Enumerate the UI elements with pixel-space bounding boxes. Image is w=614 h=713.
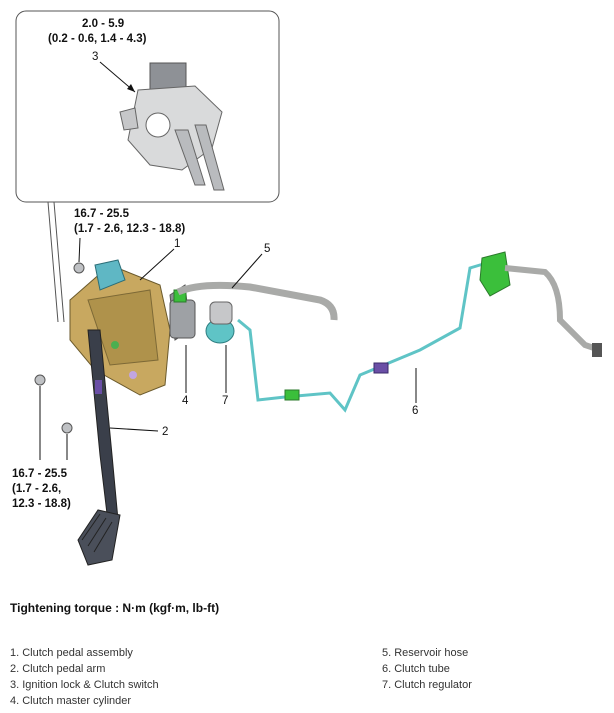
lower-torque-line3: 12.3 - 18.8) (12, 498, 71, 510)
callout-6: 6 (412, 405, 418, 417)
legend-item: 2. Clutch pedal arm (10, 663, 106, 675)
right-steel-pipe (504, 265, 601, 353)
inset-torque-line1: 2.0 - 5.9 (82, 18, 124, 30)
callout-2: 2 (162, 426, 168, 438)
leader-upper-torque (78, 237, 81, 263)
lower-torque-line2: (1.7 - 2.6, (12, 483, 61, 495)
green-fitting (479, 251, 511, 297)
callout-1: 1 (174, 238, 180, 250)
ignition-lock-clutch-switch (119, 62, 225, 191)
tube-clip (284, 389, 300, 401)
nut-icon (73, 262, 85, 274)
lower-torque-line1: 16.7 - 25.5 (12, 468, 68, 480)
legend-item: 4. Clutch master cylinder (10, 695, 132, 707)
clutch-regulator (205, 301, 235, 344)
leader-5 (231, 253, 263, 289)
nut-icon (61, 422, 73, 434)
reservoir-hose (176, 281, 338, 321)
clutch-tube (237, 260, 491, 413)
legend-item: 6. Clutch tube (382, 663, 450, 675)
callout-3: 3 (92, 51, 98, 63)
callout-4: 4 (182, 395, 189, 407)
legend-item: 1. Clutch pedal assembly (10, 647, 133, 659)
callout-5: 5 (264, 243, 270, 255)
leader-1 (139, 248, 175, 281)
clutch-pedal-diagram: 2.0 - 5.9 (0.2 - 0.6, 1.4 - 4.3) 3 16.7 … (12, 10, 602, 566)
inset-torque-line2: (0.2 - 0.6, 1.4 - 4.3) (48, 33, 147, 45)
pipe-end-icon (592, 343, 602, 357)
upper-torque-line1: 16.7 - 25.5 (74, 208, 130, 220)
clutch-master-cylinder (169, 289, 196, 339)
tightening-torque-title: Tightening torque : N·m (kgf·m, lb-ft) (10, 601, 220, 615)
clutch-pedal-arm (77, 329, 121, 566)
legend-left: 1. Clutch pedal assembly 2. Clutch pedal… (10, 645, 159, 709)
inset-pointer-line (53, 201, 65, 323)
legend-right: 5. Reservoir hose 6. Clutch tube 7. Clut… (382, 645, 472, 693)
callout-7: 7 (222, 395, 228, 407)
legend-item: 3. Ignition lock & Clutch switch (10, 679, 159, 691)
legend-item: 7. Clutch regulator (382, 679, 472, 691)
leader-2 (109, 427, 159, 432)
tube-clip (373, 362, 389, 374)
arrowhead-3 (127, 84, 135, 92)
nut-icon (34, 374, 46, 386)
inset-pointer-line (47, 201, 59, 323)
legend-item: 5. Reservoir hose (382, 647, 469, 659)
upper-torque-line2: (1.7 - 2.6, 12.3 - 18.8) (74, 223, 185, 235)
